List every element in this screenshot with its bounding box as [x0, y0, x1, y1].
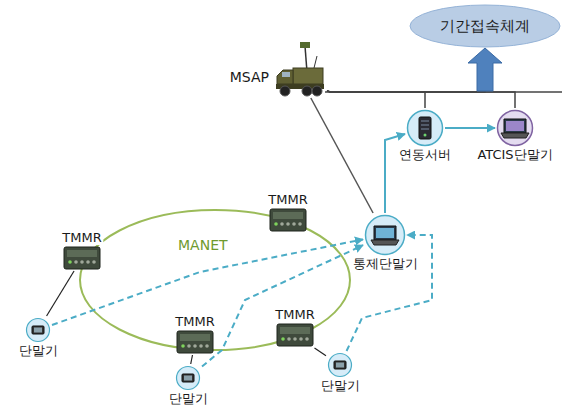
data-flow-arrow [202, 245, 363, 366]
manet-ring [80, 210, 350, 350]
node-icon [277, 324, 313, 346]
radio-icon [277, 324, 313, 346]
radio-node: TMMR [177, 331, 213, 353]
radio-icon [64, 247, 100, 269]
node-label: MSAP [228, 70, 271, 85]
link-line [327, 91, 425, 108]
link-line [327, 91, 515, 108]
node-label: TMMR [173, 315, 216, 329]
network-label: MANET [178, 238, 228, 253]
node-icon [176, 366, 200, 390]
node-label: 통제단말기 [351, 257, 420, 271]
node-label: 단말기 [319, 379, 362, 393]
link-line [47, 271, 75, 316]
terminal-node: 단말기 [26, 318, 50, 342]
node-label: 단말기 [17, 344, 60, 358]
node-label: TMMR [266, 193, 309, 207]
radio-icon [270, 209, 306, 231]
flow-arrow [445, 127, 495, 129]
ellipse-icon [410, 5, 560, 47]
uplink-arrow [468, 48, 502, 91]
node-icon [26, 318, 50, 342]
term-icon [27, 319, 50, 342]
server-icon [408, 111, 443, 146]
terminal-node: 단말기 [176, 366, 200, 390]
radio-node: TMMR [270, 209, 306, 231]
radio-node: TMMR [277, 324, 313, 346]
node-label: ATCIS단말기 [475, 148, 554, 162]
node-icon [270, 209, 306, 231]
node-label: TMMR [273, 308, 316, 322]
node-icon [275, 60, 325, 96]
atcis-icon [498, 111, 533, 146]
control-terminal-node: 통제단말기 [365, 215, 405, 255]
node-icon [177, 331, 213, 353]
link-line [315, 348, 327, 356]
link-line [191, 355, 193, 364]
node-label: 단말기 [167, 392, 210, 406]
flow-arrow [327, 49, 485, 92]
link-line [311, 98, 373, 213]
term-icon [177, 367, 200, 390]
system-name: 기간접속체계 [438, 18, 532, 35]
node-icon [365, 215, 405, 255]
flow-arrow [385, 134, 405, 213]
term-icon [329, 354, 352, 377]
node-label: 연동서버 [397, 148, 453, 162]
vehicle-node: MSAP [275, 60, 325, 96]
terminal-node: 단말기 [328, 353, 352, 377]
node-icon [497, 110, 533, 146]
system-ellipse: 기간접속체계 [410, 5, 560, 47]
radio-icon [177, 331, 213, 353]
truck-icon [276, 42, 324, 96]
node-icon [64, 247, 100, 269]
server-node: 연동서버 [407, 110, 443, 146]
radio-node: TMMR [64, 247, 100, 269]
node-label: TMMR [60, 231, 103, 245]
laptop-icon [366, 216, 405, 255]
terminal-node: ATCIS단말기 [497, 110, 533, 146]
node-icon [407, 110, 443, 146]
node-icon [328, 353, 352, 377]
